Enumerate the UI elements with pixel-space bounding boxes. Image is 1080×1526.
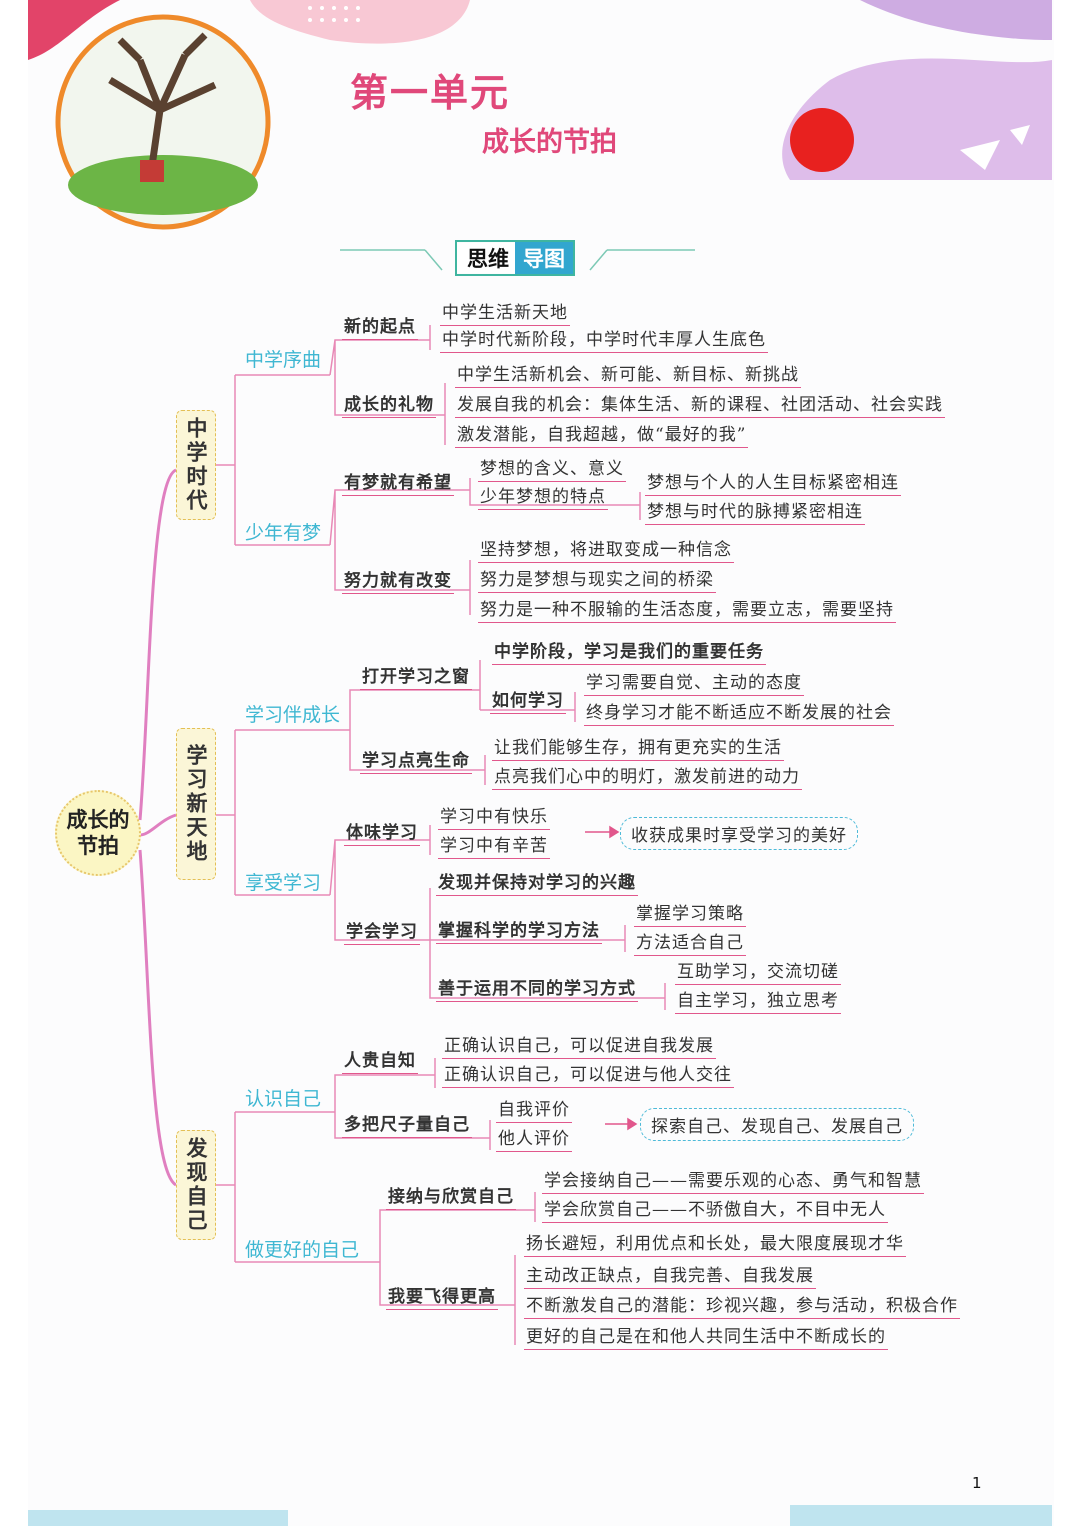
leaf: 方法适合自己	[634, 928, 746, 956]
leaf: 终身学习才能不断适应不断发展的社会	[584, 698, 894, 726]
topic-label: 人贵自知	[342, 1046, 418, 1074]
branch-learning: 学习新天地	[176, 728, 216, 880]
leaf: 更好的自己是在和他人共同生活中不断成长的	[524, 1322, 888, 1350]
leaf: 让我们能够生存，拥有更充实的生活	[492, 733, 784, 761]
sub-label: 如何学习	[490, 686, 566, 714]
root-node: 成长的节拍	[55, 790, 141, 876]
badge-left: 思维	[457, 243, 515, 273]
root-label-line2: 节拍	[77, 834, 119, 858]
leaf: 激发潜能，自我超越，做“最好的我”	[455, 420, 749, 448]
page-number: 1	[972, 1474, 982, 1492]
sub-label: 掌握科学的学习方法	[436, 916, 602, 944]
leaf: 发展自我的机会：集体生活、新的课程、社团活动、社会实践	[455, 390, 945, 418]
branch-middle-school: 中学时代	[176, 410, 216, 520]
leaf: 互助学习，交流切磋	[675, 957, 841, 985]
topic-label: 体味学习	[344, 818, 420, 846]
leaf: 发现并保持对学习的兴趣	[436, 868, 638, 896]
leaf: 梦想与时代的脉搏紧密相连	[645, 497, 865, 525]
leaf: 点亮我们心中的明灯，激发前进的动力	[492, 762, 802, 790]
leaf: 他人评价	[496, 1124, 572, 1152]
section-label: 享受学习	[245, 872, 322, 894]
section-label: 做更好的自己	[245, 1239, 360, 1261]
leaf: 不断激发自己的潜能：珍视兴趣，参与活动，积极合作	[524, 1291, 960, 1319]
leaf: 自主学习，独立思考	[675, 986, 841, 1014]
leaf: 掌握学习策略	[634, 899, 746, 927]
leaf: 中学阶段，学习是我们的重要任务	[492, 637, 766, 665]
leaf: 扬长避短，利用优点和长处，最大限度展现才华	[524, 1229, 906, 1257]
section-label: 少年有梦	[245, 522, 322, 544]
result-box: 探索自己、发现自己、发展自己	[640, 1108, 914, 1141]
result-box: 收获成果时享受学习的美好	[620, 817, 858, 850]
leaf: 梦想的含义、意义	[478, 454, 626, 482]
topic-label: 新的起点	[342, 312, 418, 340]
leaf: 梦想与个人的人生目标紧密相连	[645, 468, 901, 496]
sub-label: 善于运用不同的学习方式	[436, 974, 638, 1002]
leaf: 正确认识自己，可以促进自我发展	[442, 1031, 716, 1059]
root-label-line1: 成长的	[66, 807, 130, 832]
leaf: 中学时代新阶段，中学时代丰厚人生底色	[440, 325, 768, 353]
leaf: 自我评价	[496, 1095, 572, 1123]
topic-label: 我要飞得更高	[386, 1282, 498, 1310]
leaf: 坚持梦想，将进取变成一种信念	[478, 535, 734, 563]
badge-right: 导图	[515, 242, 573, 274]
leaf: 努力是梦想与现实之间的桥梁	[478, 565, 716, 593]
section-label: 认识自己	[245, 1088, 322, 1110]
topic-label: 努力就有改变	[342, 566, 454, 594]
leaf: 主动改正缺点，自我完善、自我发展	[524, 1261, 816, 1289]
branch-self: 发现自己	[176, 1130, 216, 1240]
section-label: 学习伴成长	[245, 704, 341, 726]
leaf: 学习需要自觉、主动的态度	[584, 668, 804, 696]
leaf: 正确认识自己，可以促进与他人交往	[442, 1060, 734, 1088]
leaf: 中学生活新机会、新可能、新目标、新挑战	[455, 360, 801, 388]
leaf: 少年梦想的特点	[478, 482, 608, 510]
unit-subtitle: 成长的节拍	[482, 127, 617, 158]
topic-label: 打开学习之窗	[360, 662, 472, 690]
leaf: 努力是一种不服输的生活态度，需要立志，需要坚持	[478, 595, 896, 623]
leaf: 学会接纳自己——需要乐观的心态、勇气和智慧	[542, 1166, 924, 1194]
topic-label: 有梦就有希望	[342, 468, 454, 496]
leaf: 中学生活新天地	[440, 298, 570, 326]
section-label: 中学序曲	[245, 349, 322, 371]
topic-label: 接纳与欣赏自己	[386, 1182, 516, 1210]
topic-label: 学习点亮生命	[360, 746, 472, 774]
topic-label: 成长的礼物	[342, 390, 436, 418]
topic-label: 学会学习	[344, 917, 420, 945]
badge-rules	[340, 249, 695, 271]
leaf: 学习中有辛苦	[438, 831, 550, 859]
footer-strip-left	[28, 1510, 288, 1526]
topic-label: 多把尺子量自己	[342, 1110, 472, 1138]
header-decoration	[28, 0, 1052, 230]
footer-strip-right	[790, 1505, 1052, 1526]
unit-title: 第一单元	[350, 71, 511, 115]
mindmap-badge: 思维 导图	[455, 240, 575, 276]
leaf: 学会欣赏自己——不骄傲自大，不目中无人	[542, 1195, 888, 1223]
leaf: 学习中有快乐	[438, 802, 550, 830]
